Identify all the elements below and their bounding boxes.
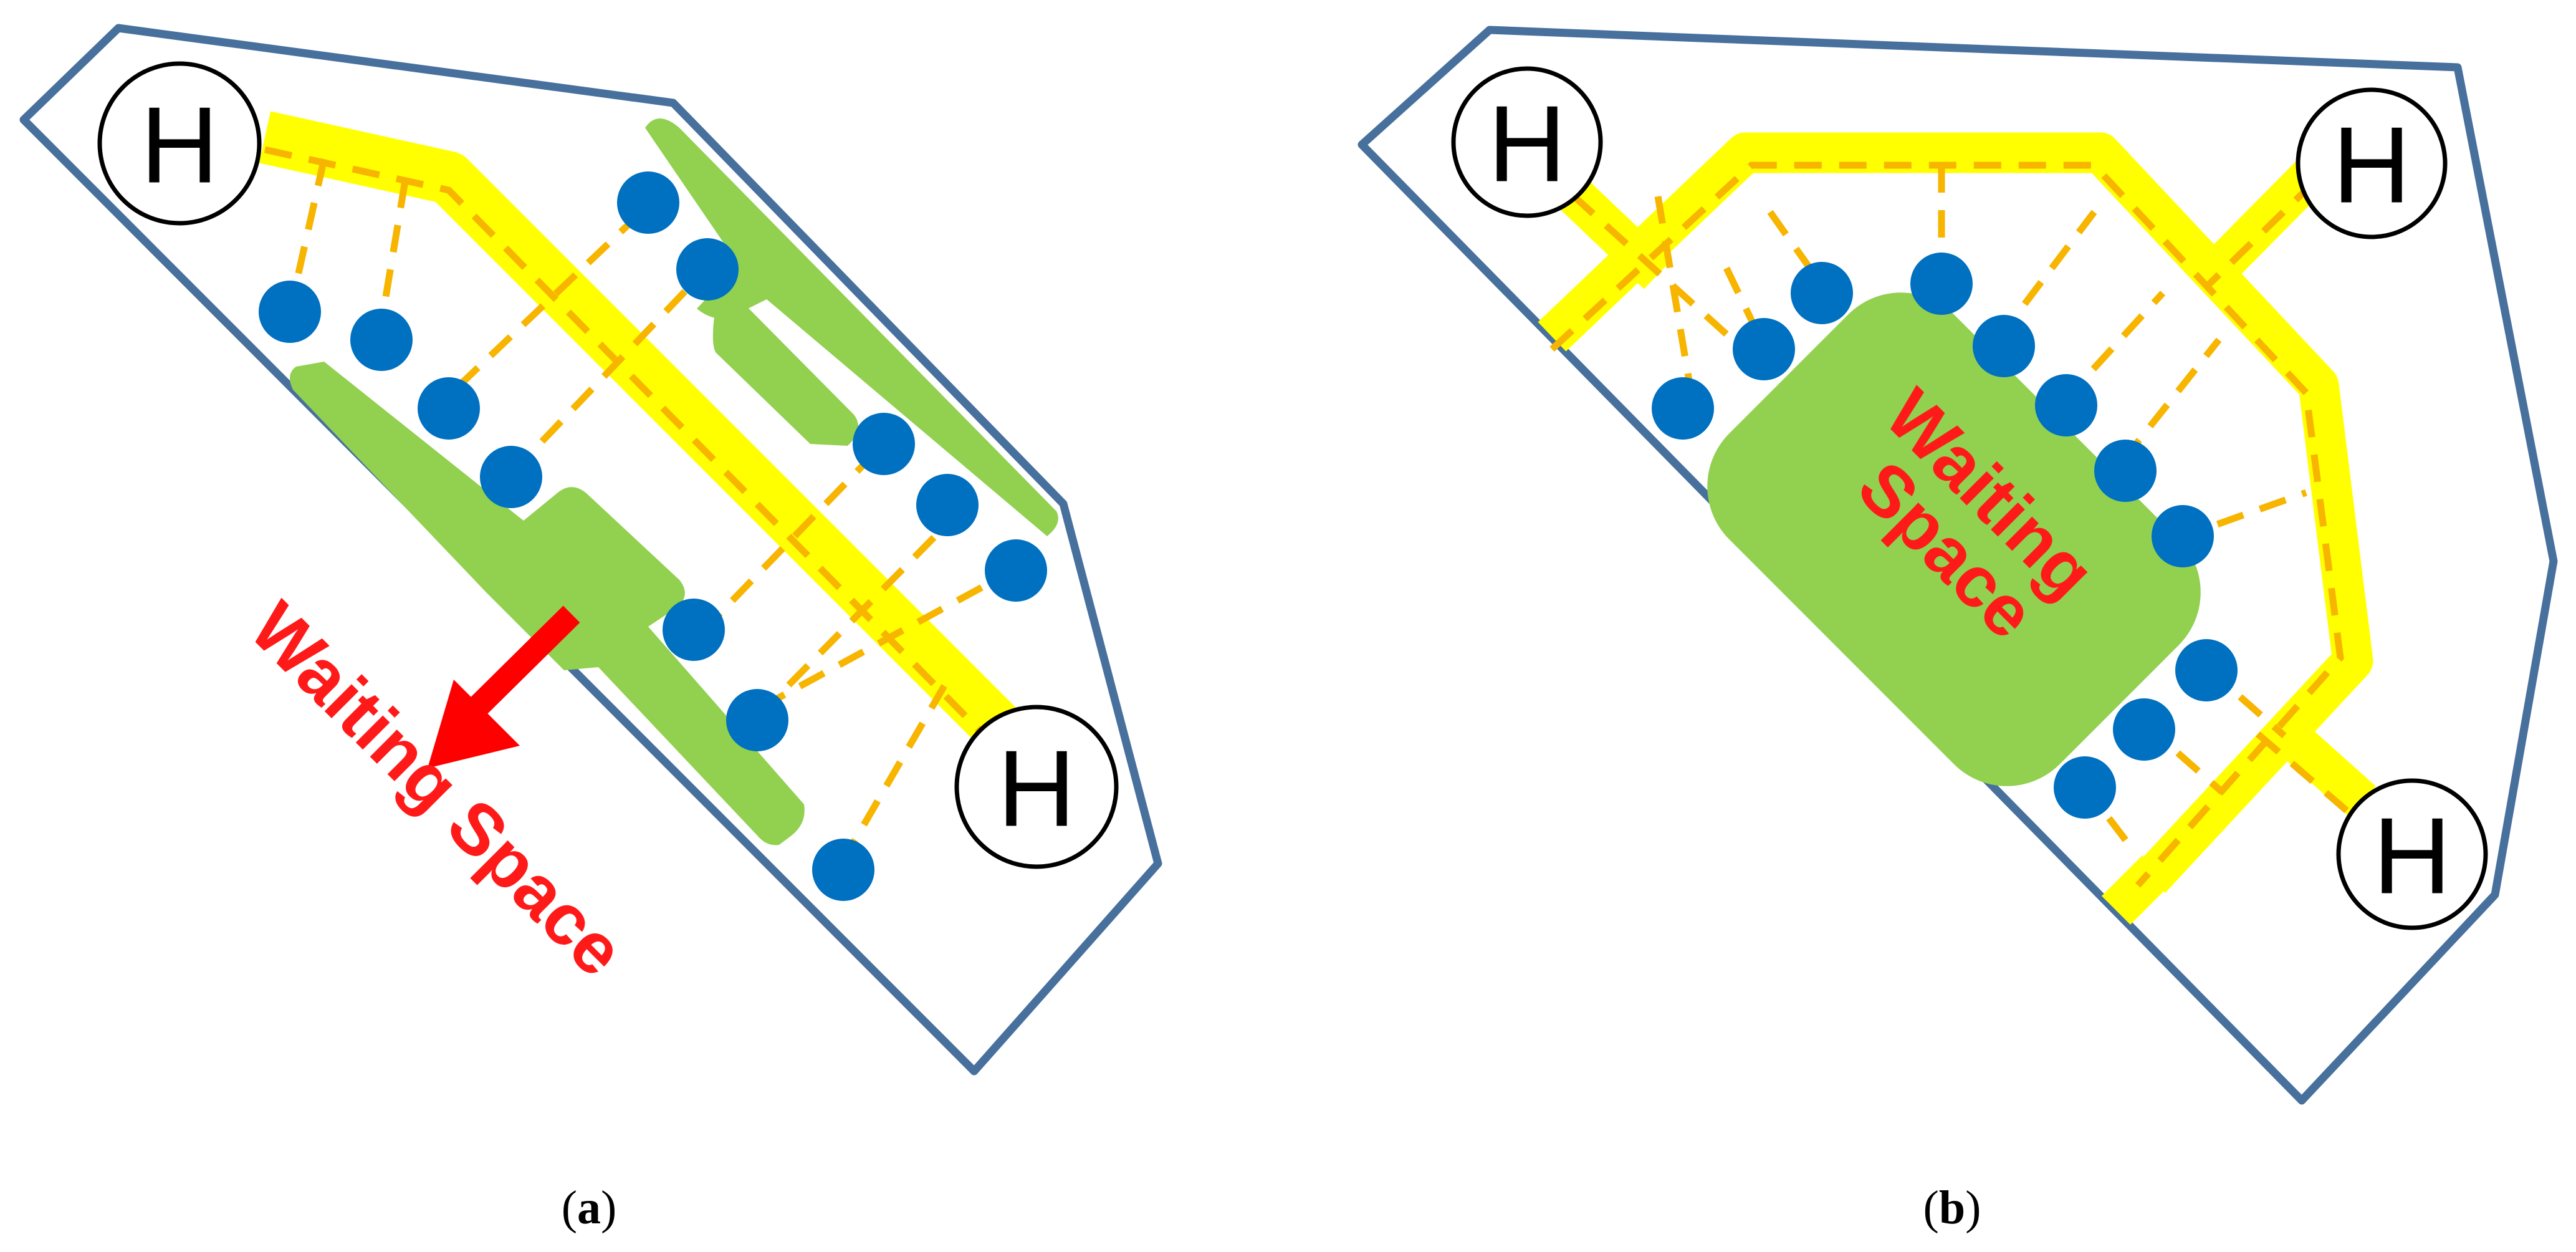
helipad-icon <box>2296 87 2448 239</box>
helipad-b3: H <box>2336 778 2488 930</box>
waiting-area-a3 <box>290 362 805 845</box>
connector <box>759 567 1015 711</box>
station-marker <box>2175 639 2238 701</box>
helipad-b1: H <box>1451 66 1603 218</box>
helipad-label: H <box>1488 83 1566 205</box>
helipad-b2: H <box>2296 87 2448 239</box>
station-marker <box>259 281 321 343</box>
caption-b: (b) <box>1923 1182 1981 1234</box>
panel-a-waiting-areas <box>290 118 1058 845</box>
panel-a: H H Waiting Space (a) <box>19 24 1162 1234</box>
connector <box>1767 209 1826 289</box>
waiting-area-a1 <box>645 118 1058 536</box>
panel-a-boundary <box>19 24 1162 1076</box>
connector <box>755 521 950 720</box>
station-marker <box>663 599 725 661</box>
helipad-icon <box>97 61 262 226</box>
station-marker <box>2054 756 2116 819</box>
panel-b: Waiting Space H H H (b) <box>1357 26 2558 1234</box>
station-marker <box>676 238 739 301</box>
connector <box>289 158 328 299</box>
arrow-down-left-icon <box>428 680 520 768</box>
corridor-a <box>259 111 1017 746</box>
caption-a: (a) <box>562 1182 617 1234</box>
panel-a-connectors <box>264 146 1015 865</box>
helipad-a1: H <box>97 61 262 226</box>
waiting-area-b <box>1707 292 2201 786</box>
station-marker <box>1652 377 1714 440</box>
station-marker <box>1733 318 1795 380</box>
helipad-label: H <box>2373 795 2451 917</box>
station-marker <box>726 689 788 751</box>
panel-b-stations <box>1652 253 2238 819</box>
station-marker <box>1791 262 1853 324</box>
station-marker <box>853 413 915 475</box>
helipad-icon <box>2336 778 2488 930</box>
panel-b-boundary <box>1357 26 2558 1105</box>
helipad-label: H <box>2332 104 2411 226</box>
helipad-icon <box>1451 66 1603 218</box>
helipad-a2: H <box>954 705 1119 869</box>
connector <box>2119 337 2222 464</box>
helipad-label: H <box>997 728 1076 849</box>
connector <box>838 684 947 865</box>
station-marker <box>2094 440 2157 502</box>
station-marker <box>2035 374 2097 436</box>
station-marker <box>1910 253 1973 315</box>
waiting-arrow <box>428 605 580 768</box>
station-marker <box>985 539 1047 602</box>
station-marker <box>418 377 480 440</box>
station-marker <box>2113 698 2175 761</box>
connector <box>1654 196 1696 400</box>
station-marker <box>1973 315 2035 377</box>
corridor-centerline-branch <box>1537 162 2349 814</box>
station-marker <box>480 446 542 508</box>
helipad-icon <box>954 705 1119 869</box>
station-marker <box>812 839 874 901</box>
waiting-area-a2 <box>712 279 859 446</box>
connector <box>509 272 704 476</box>
panel-a-stations <box>259 171 1047 901</box>
arrow-shaft <box>465 605 580 720</box>
corridor-centerline-b <box>1549 161 2344 888</box>
corridor-branch <box>2261 708 2376 817</box>
helipad-label: H <box>140 84 219 206</box>
station-marker <box>350 309 413 371</box>
station-marker <box>916 474 979 536</box>
station-marker <box>2152 505 2214 567</box>
station-marker <box>617 171 679 234</box>
connector <box>376 180 409 331</box>
